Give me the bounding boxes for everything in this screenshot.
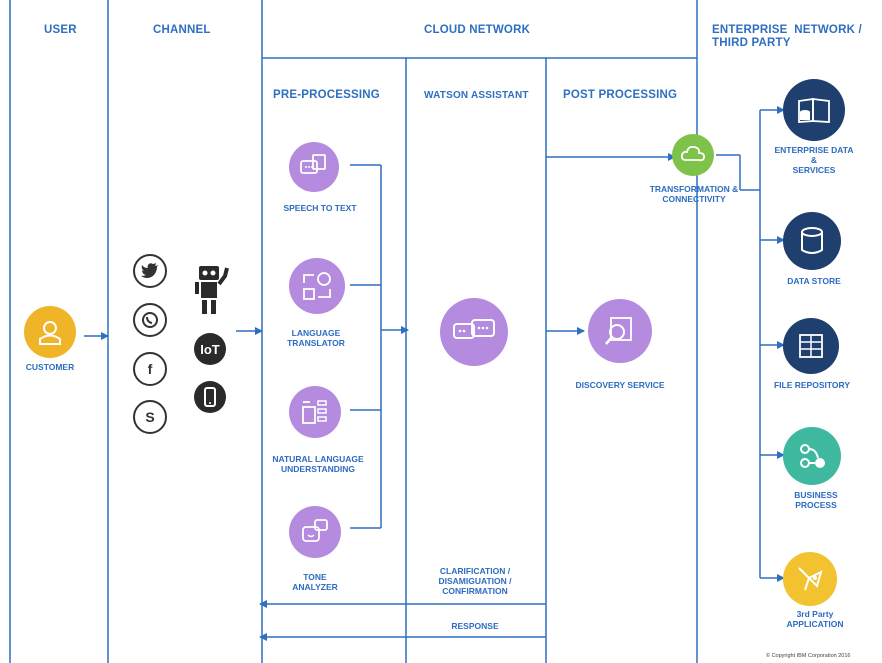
tone-analyzer-icon bbox=[289, 506, 341, 558]
customer-icon bbox=[24, 306, 76, 358]
customer-label: CUSTOMER bbox=[25, 362, 75, 372]
discovery-service-label: DISCOVERY SERVICE bbox=[575, 380, 665, 390]
file-repository-label: FILE REPOSITORY bbox=[773, 380, 851, 390]
iot-icon: IoT bbox=[194, 333, 226, 365]
natural-language-understanding-label: NATURAL LANGUAGE UNDERSTANDING bbox=[272, 454, 364, 474]
transformation-connectivity-label: TRANSFORMATION & CONNECTIVITY bbox=[649, 184, 739, 204]
robot-icon bbox=[191, 262, 231, 321]
subheader-pre-processing: PRE-PROCESSING bbox=[273, 89, 380, 101]
phone-icon bbox=[194, 381, 226, 413]
twitter-icon bbox=[133, 254, 167, 288]
third-party-application-label: 3rd Party APPLICATION bbox=[786, 609, 844, 629]
watson-assistant-icon bbox=[440, 298, 508, 366]
business-process-icon bbox=[783, 427, 841, 485]
facebook-icon: f bbox=[133, 352, 167, 386]
column-header-user: USER bbox=[44, 24, 77, 36]
language-translator-icon bbox=[289, 258, 345, 314]
transformation-connectivity-icon bbox=[672, 134, 714, 176]
enterprise-data-services-label: ENTERPRISE DATA & SERVICES bbox=[774, 145, 854, 175]
speech-to-text-label: SPEECH TO TEXT bbox=[283, 203, 357, 213]
whatsapp-icon bbox=[133, 303, 167, 337]
data-store-icon bbox=[783, 212, 841, 270]
business-process-label: BUSINESS PROCESS bbox=[794, 490, 838, 510]
response-label: RESPONSE bbox=[451, 621, 499, 631]
data-store-label: DATA STORE bbox=[787, 276, 841, 286]
column-header-channel: CHANNEL bbox=[153, 24, 211, 36]
subheader-post-processing: POST PROCESSING bbox=[563, 89, 678, 101]
natural-language-understanding-icon bbox=[289, 386, 341, 438]
enterprise-data-services-icon bbox=[783, 79, 845, 141]
discovery-service-icon bbox=[588, 299, 652, 363]
skype-icon: S bbox=[133, 400, 167, 434]
column-header-cloud: CLOUD NETWORK bbox=[424, 24, 531, 36]
speech-to-text-icon bbox=[289, 142, 339, 192]
subheader-watson: WATSON ASSISTANT bbox=[424, 90, 529, 101]
file-repository-icon bbox=[783, 318, 839, 374]
third-party-application-icon bbox=[783, 552, 837, 606]
clarification-label: CLARIFICATION / DISAMIGUATION / CONFIRMA… bbox=[438, 566, 512, 596]
column-header-enterprise: ENTERPRISE NETWORK / THIRD PARTY bbox=[712, 24, 862, 49]
tone-analyzer-label: TONE ANALYZER bbox=[292, 572, 338, 592]
copyright-text: © Copyright IBM Corporation 2016 bbox=[766, 653, 851, 659]
language-translator-label: LANGUAGE TRANSLATOR bbox=[287, 328, 345, 348]
